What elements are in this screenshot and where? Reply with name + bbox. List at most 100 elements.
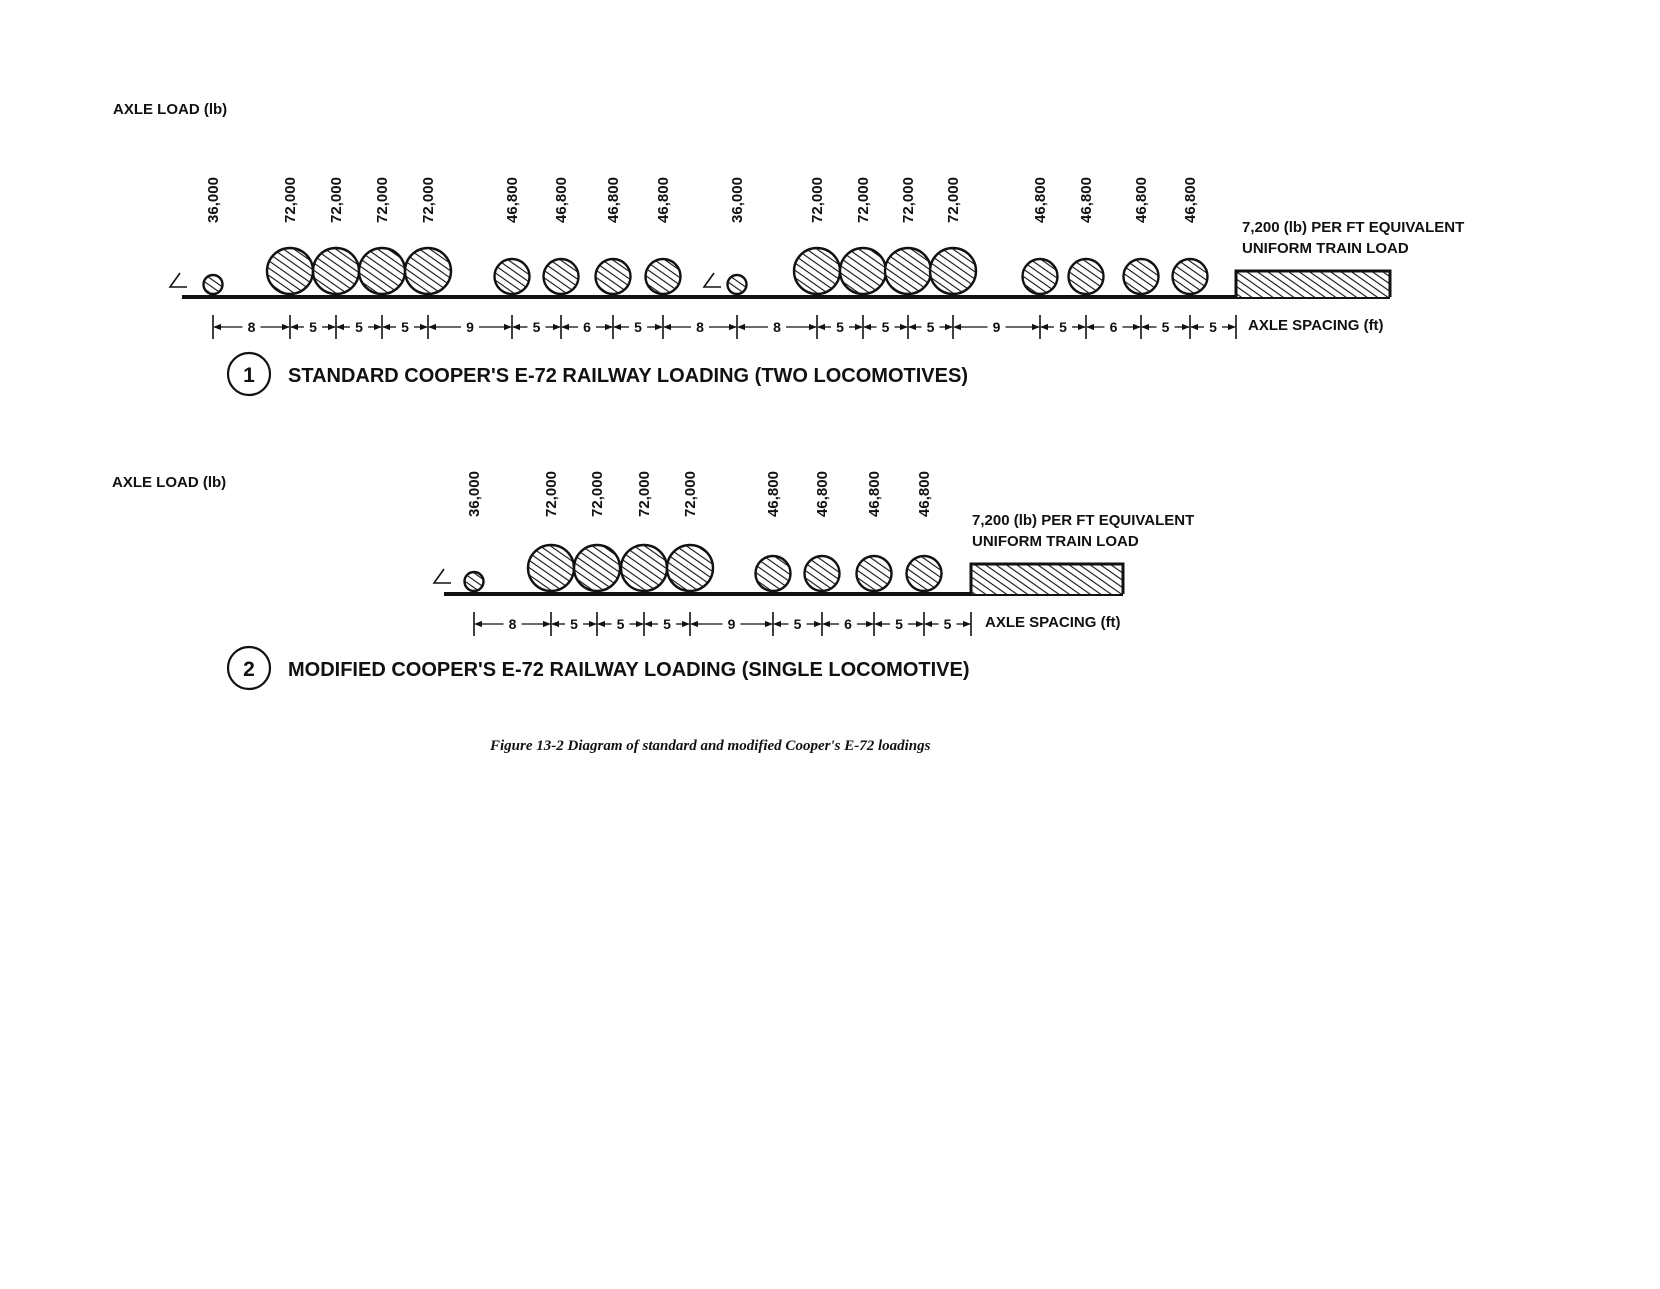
wheel-axle [619,543,669,593]
axle-spacing-label: 5 [533,319,541,335]
axle-load-label: 46,800 [504,177,521,223]
wheel-axle [838,246,888,296]
axle-spacing-label: 5 [663,616,671,632]
axle-spacing-label: 5 [794,616,802,632]
axle-spacing-label: 6 [583,319,591,335]
uniform-load-line-2a: 7,200 (lb) PER FT EQUIVALENT [972,512,1194,529]
axle-load-label: 46,800 [553,177,570,223]
wheel-axle [905,554,943,593]
axle-load-label: 46,800 [605,177,622,223]
axle-spacing-label: 5 [944,616,952,632]
axle-spacing-label: 5 [355,319,363,335]
direction-mark-2 [432,568,451,584]
axle-load-label: 72,000 [589,471,606,517]
axle-spacing-label: 5 [1162,319,1170,335]
wheel-axle [1021,257,1059,296]
axle-spacing-label: 5 [570,616,578,632]
axle-spacing-label: 5 [634,319,642,335]
figure-caption: Figure 13-2 Diagram of standard and modi… [489,738,931,754]
axle-spacing-label: 9 [466,319,474,335]
axle-spacing-label: 6 [1110,319,1118,335]
wheel-axle [1171,257,1209,296]
axle-spacing-label: 5 [836,319,844,335]
spacing-label-2: AXLE SPACING (ft) [985,614,1121,631]
wheel-axle [526,543,576,593]
axle-load-label: 36,000 [466,471,483,517]
diagram-2: AXLE LOAD (lb) 36,000 72,000 72,000 72,000 7… [112,471,1194,691]
wheel-axle [726,273,748,296]
axle-load-label: 46,800 [765,471,782,517]
axle-spacing-label: 5 [617,616,625,632]
uniform-load-line-1b: UNIFORM TRAIN LOAD [1242,240,1409,257]
diagram-number-circle-2 [226,645,272,691]
wheel-axle [803,554,841,593]
axle-spacing-label: 8 [509,616,517,632]
axle-load-label: 72,000 [900,177,917,223]
axle-spacing-label: 9 [728,616,736,632]
axle-load-label: 46,800 [866,471,883,517]
wheel-axle [311,246,361,296]
wheel-axle [928,246,978,296]
wheel-axle [855,554,893,593]
axle-spacing-label: 9 [993,319,1001,335]
axle-spacing-label: 5 [895,616,903,632]
axle-load-label: 72,000 [682,471,699,517]
diagram-1: AXLE LOAD (lb) 36,000 72,000 72,000 72,000 7… [113,101,1464,397]
uniform-load-block-1 [1234,269,1392,297]
axle-load-labels-1: 36,000 72,000 72,000 72,000 72,000 46,800 46,8… [205,177,1199,223]
axle-load-label: 72,000 [282,177,299,223]
axle-load-title-2: AXLE LOAD (lb) [112,474,226,491]
wheel-axle [1067,257,1105,296]
wheel-axle [665,543,715,593]
direction-mark-1 [168,272,187,288]
axle-load-label: 46,800 [1032,177,1049,223]
axle-spacing-label: 8 [248,319,256,335]
axle-spacing-label: 5 [882,319,890,335]
axle-load-label: 46,800 [916,471,933,517]
wheel-axle [644,257,682,296]
axle-spacing-label: 5 [401,319,409,335]
axle-spacing-dimensions-1: 8 5 5 5 9 5 6 5 8 8 5 5 5 9 5 6 5 5 [212,315,1237,339]
axle-spacing-label: 8 [773,319,781,335]
axle-load-label: 72,000 [543,471,560,517]
axle-load-title-1: AXLE LOAD (lb) [113,101,227,118]
diagram-title-1: STANDARD COOPER'S E-72 RAILWAY LOADING (… [288,365,968,387]
wheels-2 [463,543,943,593]
wheel-axle [572,543,622,593]
wheel-axle [357,246,407,296]
uniform-load-line-1a: 7,200 (lb) PER FT EQUIVALENT [1242,219,1464,236]
axle-load-labels-2: 36,000 72,000 72,000 72,000 72,000 46,800 46,8… [466,471,933,517]
wheel-axle [493,257,531,296]
axle-load-label: 46,800 [1133,177,1150,223]
axle-load-label: 46,800 [655,177,672,223]
direction-mark-1b [702,272,721,288]
wheel-axle [883,246,933,296]
diagram-number-2: 2 [243,658,255,681]
wheel-axle [202,273,224,296]
axle-spacing-label: 8 [696,319,704,335]
wheels-1 [202,246,1209,296]
uniform-load-line-2b: UNIFORM TRAIN LOAD [972,533,1139,550]
axle-load-label: 46,800 [1182,177,1199,223]
diagram-title-2: MODIFIED COOPER'S E-72 RAILWAY LOADING (… [288,659,969,681]
wheel-axle [594,257,632,296]
axle-spacing-label: 5 [1209,319,1217,335]
axle-load-label: 72,000 [809,177,826,223]
wheel-axle [754,554,792,593]
wheel-axle [542,257,580,296]
axle-load-label: 72,000 [636,471,653,517]
axle-spacing-label: 5 [309,319,317,335]
axle-load-label: 46,800 [814,471,831,517]
wheel-axle [403,246,453,296]
axle-spacing-label: 5 [1059,319,1067,335]
diagram-number-circle-1 [226,351,272,397]
wheel-axle [265,246,315,296]
axle-load-label: 72,000 [945,177,962,223]
axle-load-label: 72,000 [855,177,872,223]
diagram-number-1: 1 [243,364,255,387]
axle-load-label: 36,000 [205,177,222,223]
axle-spacing-label: 5 [927,319,935,335]
axle-load-label: 72,000 [420,177,437,223]
